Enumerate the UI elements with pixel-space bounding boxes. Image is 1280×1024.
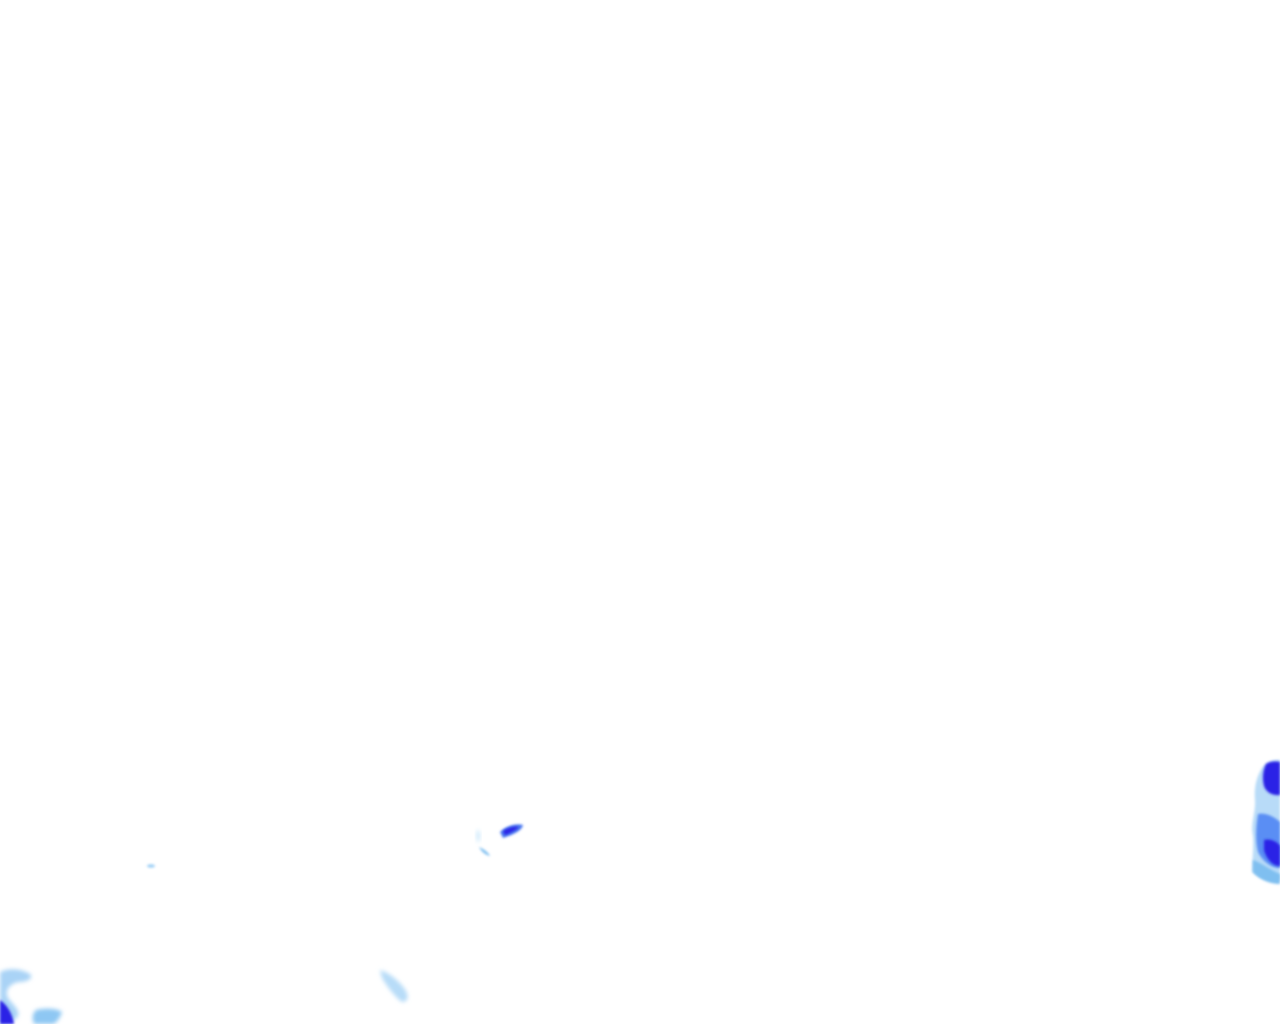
echo-streak-bottom	[380, 970, 408, 1002]
echo-cluster-bottom-left	[0, 969, 62, 1024]
echo-speck	[147, 864, 155, 868]
echo-cluster-right	[1252, 759, 1280, 884]
echo-cell-center	[476, 824, 523, 856]
